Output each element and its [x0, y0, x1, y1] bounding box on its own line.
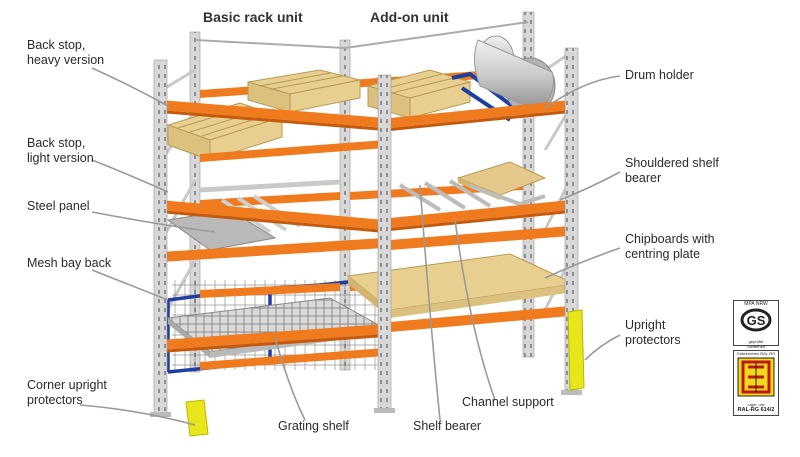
corner-upright-protector	[185, 399, 209, 437]
label-shelf-bearer: Shelf bearer	[413, 419, 482, 433]
label-steel-panel: Steel panel	[27, 199, 90, 213]
steel-panel-level	[166, 179, 341, 251]
label-grating-shelf: Grating shelf	[278, 419, 349, 433]
drum-holder	[451, 35, 556, 122]
label-channel-support: Channel support	[462, 395, 554, 409]
header-add-on-unit: Add-on unit	[370, 9, 449, 25]
label-back-stop-heavy: Back stop, heavy version	[27, 38, 105, 67]
channel-support-level	[398, 161, 547, 212]
label-chipboards: Chipboards with centring plate	[625, 232, 715, 261]
ral-badge-top-text: Gütezeichen RAL-RG 614	[736, 351, 776, 356]
ral-quality-badge: Gütezeichen RAL-RG 614 Lager- und Betrie…	[733, 350, 779, 416]
label-upright-protectors: Upright protectors	[625, 318, 681, 347]
label-shouldered-shelf-bearer: Shouldered shelf bearer	[625, 156, 719, 185]
upright-front-left	[153, 59, 168, 416]
label-back-stop-light: Back stop, light version	[27, 136, 94, 165]
upright-protector	[567, 309, 585, 391]
gs-certification-badge: MPA NRW GS geprüfte Sicherheit	[733, 300, 779, 349]
gs-mark-icon: GS	[740, 308, 772, 332]
gs-badge-top-text: MPA NRW	[744, 301, 768, 307]
label-corner-upright-protectors: Corner upright protectors	[27, 378, 107, 407]
ral-mark-icon	[737, 357, 775, 397]
gs-badge-bottom-text: geprüfte Sicherheit	[747, 339, 765, 349]
label-drum-holder: Drum holder	[625, 68, 694, 82]
svg-text:GS: GS	[747, 313, 766, 328]
leader-lines	[79, 67, 621, 426]
label-mesh-bay-back: Mesh bay back	[27, 256, 112, 270]
ral-badge-code: RAL-RG 614/2	[737, 407, 775, 413]
ral-badge-bottom-text: Lager- und Betriebseinrichtungen	[747, 403, 765, 407]
beams-front	[160, 100, 570, 370]
top-level-pallets	[166, 69, 472, 161]
header-basic-rack-unit: Basic rack unit	[203, 9, 303, 25]
front-uprights	[150, 47, 582, 417]
upright-front-middle	[377, 74, 392, 411]
upright-protectors	[185, 309, 585, 437]
